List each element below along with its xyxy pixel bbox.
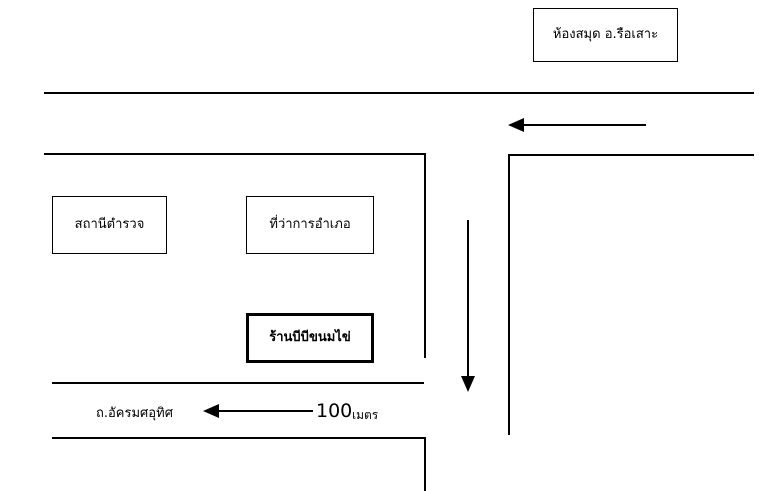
north-road-direction-arrow bbox=[508, 117, 648, 133]
scale-distance-arrow bbox=[203, 403, 315, 419]
road-south-lower-edge bbox=[52, 437, 424, 439]
place-label-library: ห้องสมุด อ.รือเสาะ bbox=[552, 27, 659, 43]
place-box-police-station[interactable]: สถานีตำรวจ bbox=[52, 196, 167, 254]
road-north-upper-edge bbox=[44, 92, 754, 94]
scale-distance-unit: เมตร bbox=[352, 408, 379, 422]
road-south-upper-edge bbox=[52, 382, 424, 384]
road-north-lower-edge-west bbox=[44, 153, 424, 155]
road-centre-block-south-edge bbox=[424, 437, 426, 491]
place-label-bb-egg-cake-shop: ร้านบีบีขนมไข่ bbox=[269, 330, 351, 346]
road-centre-block-east-edge bbox=[424, 153, 426, 358]
road-name-label: ถ.อัครมศอุทิศ bbox=[96, 406, 173, 421]
centre-road-direction-arrow bbox=[460, 220, 476, 392]
place-box-district-office[interactable]: ที่ว่าการอำเภอ bbox=[246, 196, 374, 254]
road-east-west-edge bbox=[508, 154, 510, 435]
place-label-district-office: ที่ว่าการอำเภอ bbox=[269, 217, 351, 233]
place-box-library[interactable]: ห้องสมุด อ.รือเสาะ bbox=[533, 8, 678, 62]
place-box-bb-egg-cake-shop[interactable]: ร้านบีบีขนมไข่ bbox=[246, 313, 374, 363]
scale-distance-number: 100 bbox=[316, 400, 353, 422]
road-north-lower-edge-east bbox=[508, 154, 754, 156]
place-label-police-station: สถานีตำรวจ bbox=[74, 217, 145, 233]
